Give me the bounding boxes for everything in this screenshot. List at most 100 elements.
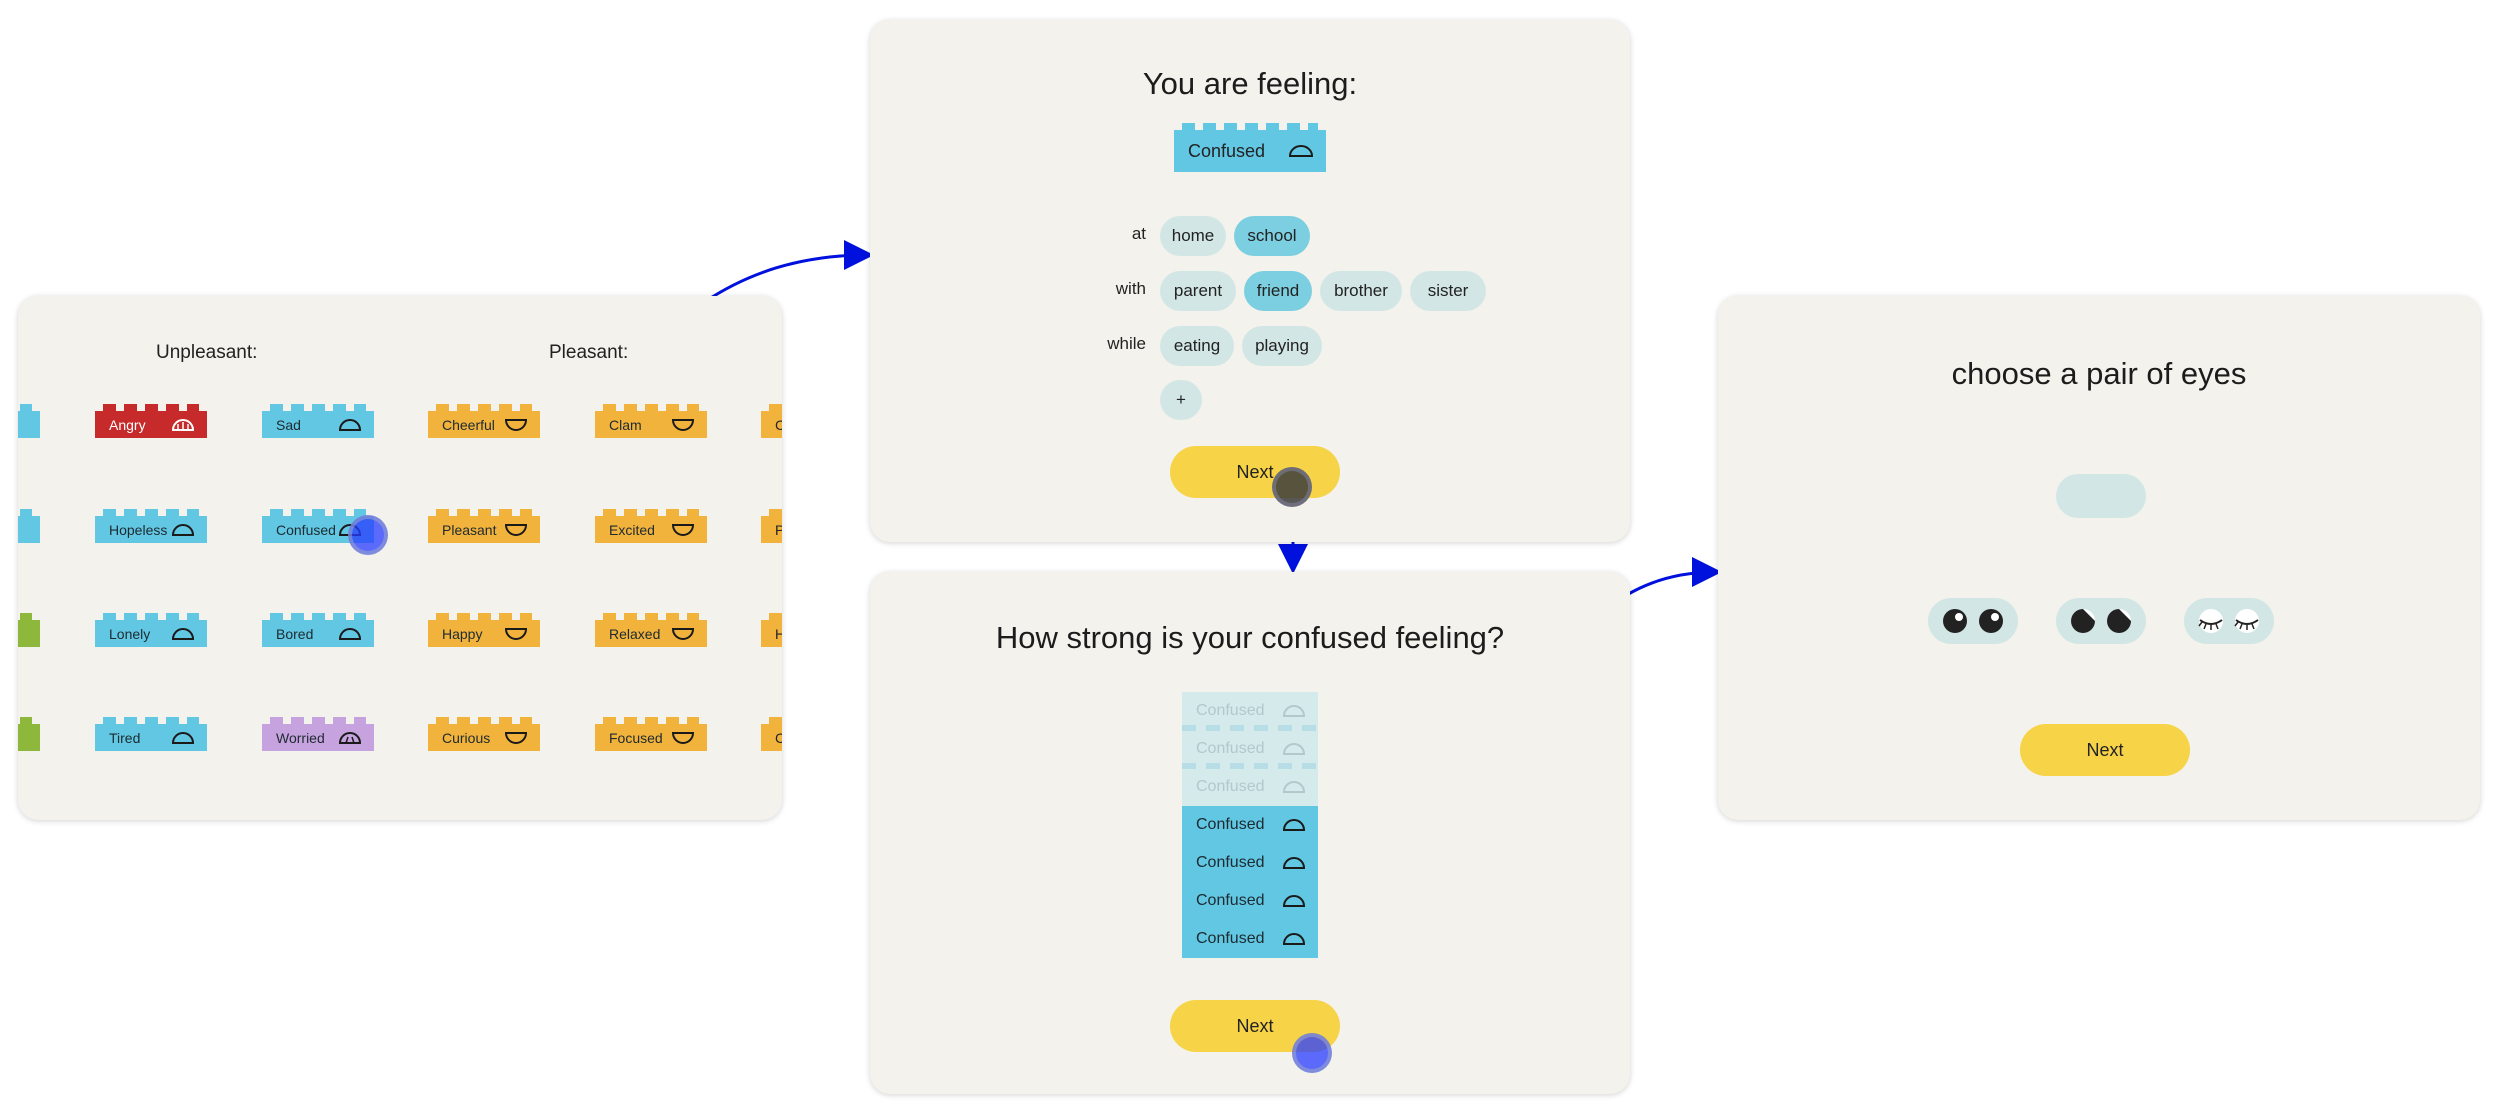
selected-feeling-brick: Confused xyxy=(1174,123,1326,172)
eyes-preview xyxy=(2056,474,2146,518)
feeling-brick-partial-left[interactable] xyxy=(18,509,40,543)
context-chip-school[interactable]: school xyxy=(1234,216,1310,256)
smile-face-icon xyxy=(671,418,695,431)
feeling-brick-partial-right[interactable]: P xyxy=(761,509,782,543)
context-row-label-while: while xyxy=(1107,334,1146,353)
context-row-label-with: with xyxy=(1115,279,1146,298)
feeling-brick-label: Clam xyxy=(609,416,642,433)
feeling-brick-partial-left[interactable] xyxy=(18,404,40,438)
context-chip-friend[interactable]: friend xyxy=(1244,271,1312,311)
feeling-brick-pleasant[interactable]: Pleasant xyxy=(428,509,540,543)
sad-face-icon xyxy=(171,627,195,640)
feeling-brick-label: P xyxy=(775,521,782,538)
sad-face-icon xyxy=(1282,933,1306,945)
smile-face-icon xyxy=(671,523,695,536)
strength-level-3[interactable]: Confused xyxy=(1182,844,1318,882)
side-glance-eyes-icon xyxy=(2071,609,2131,633)
feeling-brick-label: C xyxy=(775,416,782,433)
feeling-brick-label: Confused xyxy=(276,521,336,538)
next-button[interactable]: Next xyxy=(2020,724,2190,776)
feeling-brick-label: Lonely xyxy=(109,625,151,642)
eyes-option-closed-lashes[interactable] xyxy=(2184,598,2274,644)
feeling-brick-label: Sad xyxy=(276,416,301,433)
feeling-brick-happy[interactable]: Happy xyxy=(428,613,540,647)
strength-level-label: Confused xyxy=(1196,702,1265,719)
eyes-option-side-glance[interactable] xyxy=(2056,598,2146,644)
feeling-brick-label: Relaxed xyxy=(609,625,661,642)
context-chip-sister[interactable]: sister xyxy=(1410,271,1486,311)
selected-feeling-label: Confused xyxy=(1188,140,1266,161)
feeling-brick-label: Cheerful xyxy=(442,416,495,433)
smile-face-icon xyxy=(671,627,695,640)
sad-face-icon xyxy=(1282,705,1306,717)
closed-lashes-eyes-icon xyxy=(2198,609,2259,633)
feeling-brick-partial-left[interactable] xyxy=(18,613,40,647)
feeling-brick-partial-right[interactable]: C xyxy=(761,404,782,438)
strength-level-7[interactable]: Confused xyxy=(1182,692,1318,730)
feeling-brick-label: H xyxy=(775,625,782,642)
strength-level-4[interactable]: Confused xyxy=(1182,806,1318,844)
strength-level-label: Confused xyxy=(1196,892,1265,909)
strength-level-1[interactable]: Confused xyxy=(1182,920,1318,958)
feeling-brick-label: Focused xyxy=(609,729,663,746)
feeling-brick-relaxed[interactable]: Relaxed xyxy=(595,613,707,647)
strength-level-5[interactable]: Confused xyxy=(1182,763,1318,806)
next-button[interactable]: Next xyxy=(1170,446,1340,498)
strength-level-label: Confused xyxy=(1196,740,1265,757)
strength-title: How strong is your confused feeling? xyxy=(995,620,1505,655)
feeling-brick-label: Tired xyxy=(109,729,141,746)
sad-face-icon xyxy=(1288,145,1314,157)
context-chip-playing[interactable]: playing xyxy=(1242,326,1322,366)
smile-face-icon xyxy=(504,731,528,744)
sad-face-icon xyxy=(171,523,195,536)
strength-level-label: Confused xyxy=(1196,854,1265,871)
smile-face-icon xyxy=(504,418,528,431)
sad-face-icon xyxy=(338,627,362,640)
feeling-title: You are feeling: xyxy=(1142,66,1358,101)
pointer-cursor xyxy=(1292,1033,1332,1073)
feeling-brick-hopeless[interactable]: Hopeless xyxy=(95,509,207,543)
eyes-option-round[interactable] xyxy=(1928,598,2018,644)
feeling-brick-label: Angry xyxy=(109,416,146,433)
round-eyes-icon xyxy=(1943,609,2003,633)
unpleasant-heading: Unpleasant: xyxy=(156,342,258,363)
strength-level-6[interactable]: Confused xyxy=(1182,725,1318,768)
smile-face-icon xyxy=(671,731,695,744)
feeling-brick-cheerful[interactable]: Cheerful xyxy=(428,404,540,438)
feeling-brick-excited[interactable]: Excited xyxy=(595,509,707,543)
feeling-brick-sad[interactable]: Sad xyxy=(262,404,374,438)
eyes-title: choose a pair of eyes xyxy=(1951,356,2247,391)
sad-face-icon xyxy=(1282,781,1306,793)
feeling-brick-partial-right[interactable]: C xyxy=(761,717,782,751)
strength-level-label: Confused xyxy=(1196,778,1265,795)
choose-eyes-screen: choose a pair of eyes Next xyxy=(1718,296,2480,820)
context-chip-parent[interactable]: parent xyxy=(1160,271,1236,311)
feeling-brick-lonely[interactable]: Lonely xyxy=(95,613,207,647)
feeling-brick-label: Happy xyxy=(442,625,483,642)
feeling-strength-screen: How strong is your confused feeling? Con… xyxy=(870,572,1630,1094)
feeling-brick-curious[interactable]: Curious xyxy=(428,717,540,751)
angry-face-icon xyxy=(171,418,195,431)
context-chip-eating[interactable]: eating xyxy=(1160,326,1234,366)
feeling-brick-focused[interactable]: Focused xyxy=(595,717,707,751)
sad-face-icon xyxy=(1282,895,1306,907)
feeling-brick-clam[interactable]: Clam xyxy=(595,404,707,438)
feeling-brick-partial-left[interactable] xyxy=(18,717,40,751)
feeling-brick-label: Excited xyxy=(609,521,655,538)
feeling-brick-angry[interactable]: Angry xyxy=(95,404,207,438)
strength-level-label: Confused xyxy=(1196,816,1265,833)
feeling-brick-worried[interactable]: Worried xyxy=(262,717,374,751)
pointer-cursor xyxy=(1272,467,1312,507)
feeling-brick-label: Worried xyxy=(276,729,325,746)
worried-face-icon xyxy=(338,731,362,744)
feeling-brick-tired[interactable]: Tired xyxy=(95,717,207,751)
add-context-chip[interactable]: + xyxy=(1160,380,1202,420)
context-chip-brother[interactable]: brother xyxy=(1320,271,1402,311)
strength-level-2[interactable]: Confused xyxy=(1182,882,1318,920)
feeling-brick-bored[interactable]: Bored xyxy=(262,613,374,647)
feeling-brick-partial-right[interactable]: H xyxy=(761,613,782,647)
context-chip-home[interactable]: home xyxy=(1160,216,1226,256)
feeling-brick-label: Curious xyxy=(442,729,491,746)
